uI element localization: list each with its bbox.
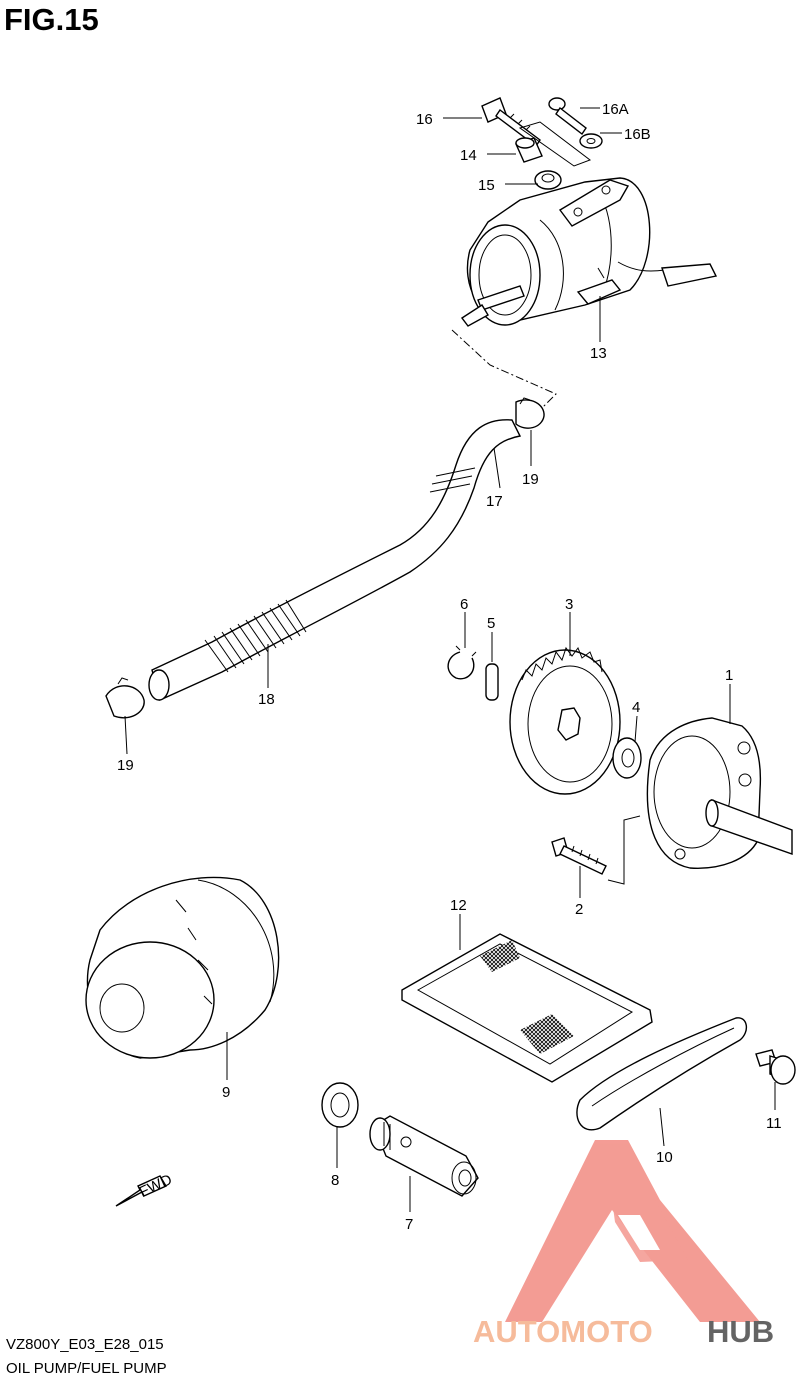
callout-labels: 16 16A 16B 14 15 13 17 19 18 19 6 5 3 4 … [117,101,782,1233]
callout-16b: 16B [624,126,651,143]
watermark-text-secondary: HUB [707,1314,774,1349]
oil-filter-9 [85,876,280,1059]
callout-5: 5 [487,615,495,632]
screw-2 [551,837,607,875]
callout-16a: 16A [602,101,629,118]
callout-19-upper: 19 [522,471,539,488]
fuel-pump [460,177,718,327]
washer-8 [321,1082,359,1128]
oil-strainer-12 [401,933,653,1083]
collar-14 [515,137,543,163]
pin-5 [485,663,499,701]
bolt-11 [755,1049,796,1085]
watermark-text-primary: AUTOMOTO [473,1314,653,1349]
callout-9: 9 [222,1084,230,1101]
washer-16b [579,133,603,149]
circlip-6 [447,645,477,680]
fuel-hose [148,419,522,701]
gasket-10 [576,1017,747,1131]
bolt-16a [548,97,587,136]
callout-12: 12 [450,897,467,914]
callout-4: 4 [632,699,640,716]
fwd-label: FWD [137,1171,175,1201]
callout-2: 2 [575,901,583,918]
clamp-19-upper [515,397,545,429]
callout-17: 17 [486,493,503,510]
callout-6: 6 [460,596,468,613]
watermark-logo: AUTOMOTO HUB [473,1140,774,1349]
figure-title: FIG.15 [4,2,99,37]
oil-pump-gear-3 [509,646,621,795]
cushion-15 [534,170,562,190]
callout-10: 10 [656,1149,673,1166]
callout-19-lower: 19 [117,757,134,774]
washer-4 [612,737,642,779]
forward-direction-arrow: FWD [115,1171,175,1207]
callout-11: 11 [766,1115,782,1132]
leader-lines [124,107,776,1212]
callout-15: 15 [478,177,495,194]
union-bolt-7 [369,1115,479,1197]
callout-7: 7 [405,1216,413,1233]
callout-16: 16 [416,111,433,128]
callout-3: 3 [565,596,573,613]
callout-14: 14 [460,147,477,164]
callout-8: 8 [331,1172,339,1189]
callout-13: 13 [590,345,607,362]
bolt-16 [481,97,541,148]
model-code: VZ800Y_E03_E28_015 [6,1336,164,1353]
callout-1: 1 [725,667,733,684]
callout-18: 18 [258,691,275,708]
section-name: OIL PUMP/FUEL PUMP [6,1360,167,1377]
oil-pump-1 [646,717,793,869]
clamp-19-lower [105,677,145,719]
